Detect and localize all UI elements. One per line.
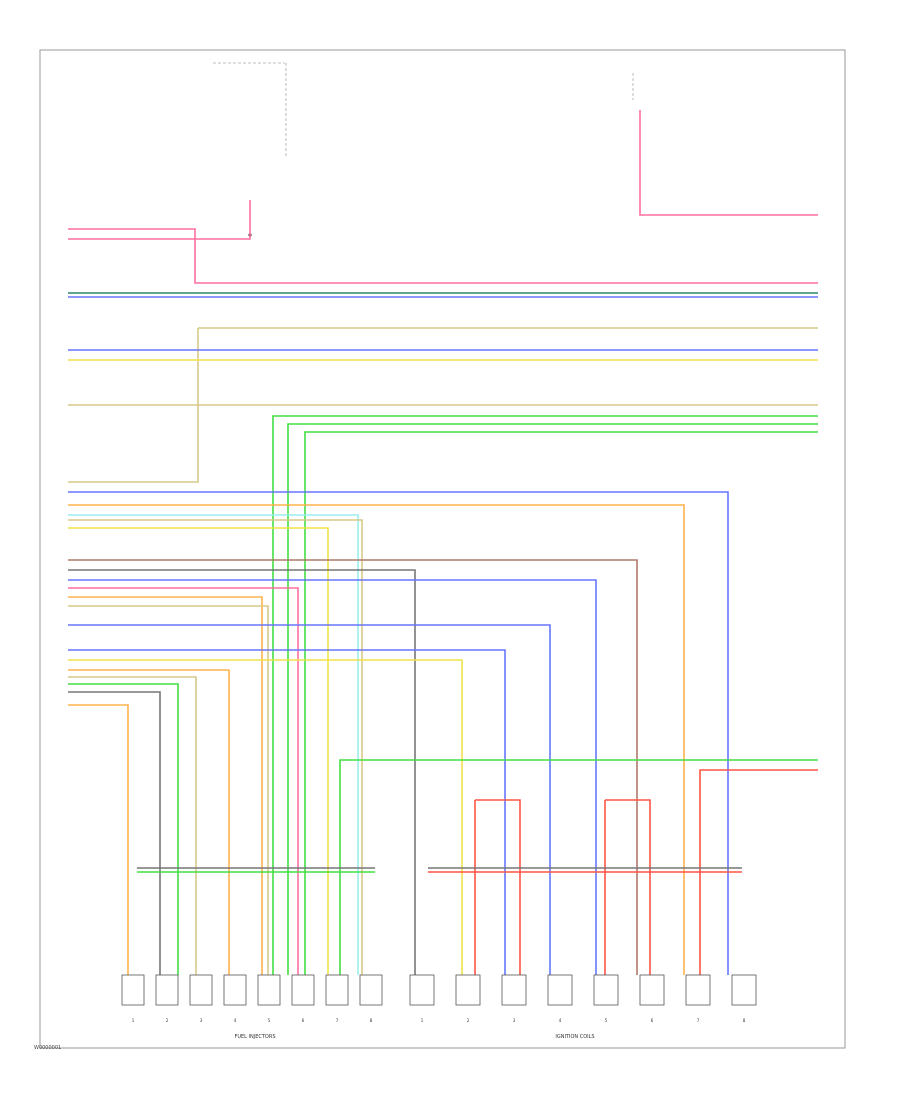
wire-gray-3 (68, 691, 161, 975)
diagram-border (39, 49, 846, 1049)
wire-tan-drop (68, 328, 199, 483)
ignition-coils-label: IGNITION COILS (555, 1034, 594, 1040)
ignition-coil-label-7: 7 (697, 1018, 700, 1023)
fuel-injector-label-2: 2 (166, 1018, 169, 1023)
fuel-injector-box-5 (257, 974, 281, 1006)
fuel-injector-box-3 (189, 974, 213, 1006)
wire-green-4 (68, 683, 179, 975)
component-rails (137, 867, 742, 873)
ignition-coil-box-4 (547, 974, 573, 1006)
wire-blue-4 (68, 624, 551, 975)
ignition-coil-label-5: 5 (605, 1018, 608, 1023)
wire-harness (68, 110, 818, 975)
fuel-injector-label-8: 8 (370, 1018, 373, 1023)
fuel-injector-label-3: 3 (200, 1018, 203, 1023)
fuel-injector-box-7 (325, 974, 349, 1006)
ignition-coil-box-8 (731, 974, 757, 1006)
ignition-coil-box-7 (685, 974, 711, 1006)
ignition-coil-box-5 (593, 974, 619, 1006)
wire-gray-2 (68, 569, 416, 975)
wire-tan-3 (68, 605, 269, 975)
ignition-coil-label-1: 1 (421, 1018, 424, 1023)
wire-cyan (68, 514, 359, 975)
fuel-injector-group: 1 2 3 4 5 6 7 8 (121, 974, 383, 1023)
page-code: W0000001 (34, 1045, 62, 1051)
ignition-coil-group: 1 2 3 4 5 6 7 8 (409, 974, 757, 1023)
ignition-coil-label-2: 2 (467, 1018, 470, 1023)
wire-yellow-3 (68, 659, 463, 975)
fuel-injector-box-4 (223, 974, 247, 1006)
wire-green-1 (272, 415, 818, 975)
fuel-injector-label-6: 6 (302, 1018, 305, 1023)
fuel-injector-box-2 (155, 974, 179, 1006)
wire-orange-2 (68, 504, 685, 975)
wire-green-right (339, 759, 818, 975)
wire-brown (68, 559, 638, 975)
fuel-injector-label-4: 4 (234, 1018, 237, 1023)
wire-orange-5 (68, 704, 129, 975)
wire-blue-2 (68, 491, 729, 975)
fuel-injector-box-6 (291, 974, 315, 1006)
wire-blue-3 (68, 579, 597, 975)
fuel-injector-box-1 (121, 974, 145, 1006)
ignition-coil-label-6: 6 (651, 1018, 654, 1023)
wire-red-b (605, 799, 651, 975)
wire-top-left-pink (68, 228, 818, 284)
ignition-coil-label-4: 4 (559, 1018, 562, 1023)
wire-green-3 (304, 431, 818, 975)
fuel-injector-label-5: 5 (268, 1018, 271, 1023)
fuel-injector-label-1: 1 (132, 1018, 135, 1023)
fuel-injectors-label: FUEL INJECTORS (234, 1034, 275, 1040)
ignition-coil-box-6 (639, 974, 665, 1006)
ignition-coil-label-8: 8 (743, 1018, 746, 1023)
ignition-coil-box-2 (455, 974, 481, 1006)
wire-red-right (699, 769, 818, 975)
fuel-injector-label-7: 7 (336, 1018, 339, 1023)
wire-green-2 (287, 423, 818, 975)
wire-top-right-pink (639, 110, 818, 216)
ignition-coil-box-3 (501, 974, 527, 1006)
ignition-coil-label-3: 3 (513, 1018, 516, 1023)
wire-yellow-2 (68, 527, 329, 975)
fuel-injector-box-8 (359, 974, 383, 1006)
wire-pink-3 (68, 587, 299, 975)
wire-red-a (475, 799, 521, 975)
wire-blue-5 (68, 649, 506, 975)
wire-top-left-pink-2 (68, 200, 251, 240)
ignition-coil-box-1 (409, 974, 435, 1006)
wire-orange-4 (68, 669, 230, 975)
wire-tan-2 (68, 519, 363, 975)
wire-tan-4 (68, 676, 197, 975)
wire-orange-3 (68, 596, 263, 975)
